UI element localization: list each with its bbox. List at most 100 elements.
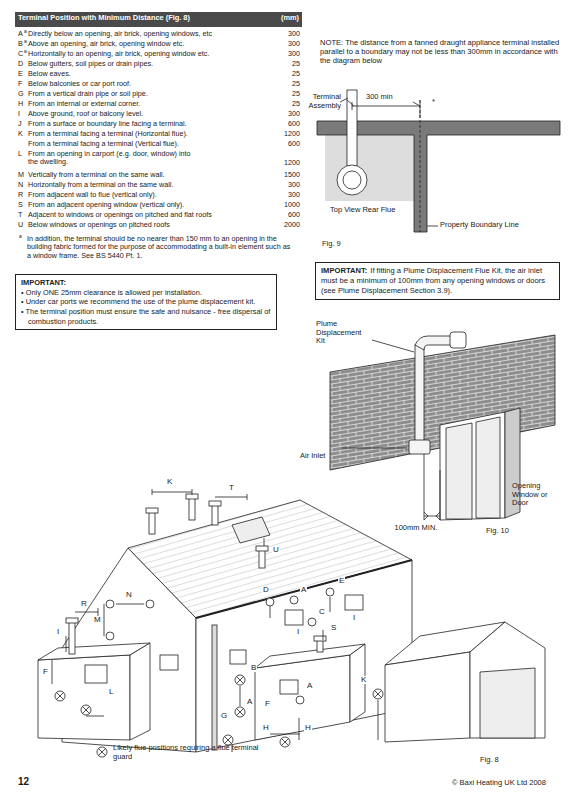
figure-8-part [196,560,412,618]
distance-value: 1000 [262,201,300,209]
callout-letter: C [318,608,326,616]
row-letter: F [18,80,22,88]
figure-8-part [52,489,378,752]
figure-label: Air Inlet [300,452,325,461]
distance-value: 300 [262,181,300,189]
callout-letter: L [108,688,114,696]
table-cell: Vertically from a terminal on the same w… [28,171,258,179]
distance-value: 300 [262,40,300,48]
footnote-mark: a [24,39,27,45]
figure-8 [38,489,545,752]
row-letter: K [18,130,23,138]
callout-letter: B [250,664,257,672]
row-letter: L [18,150,22,158]
figure-label: 300 min [366,93,393,102]
callout-letter: H [304,724,312,732]
figure-label: Fig. 9 [322,240,341,249]
figure-8-part [196,560,412,752]
row-letter: C [18,50,23,58]
callout-letter: M [93,616,102,624]
note-text: NOTE: The distance from a fanned draught… [320,38,562,65]
figure-8-part [189,498,195,520]
distance-value: 600 [262,211,300,219]
figure-10-part [446,417,500,519]
figure-10-part [440,412,505,520]
row-letter: D [18,60,23,68]
row-letter: N [18,181,23,189]
figure-8-part [280,737,290,747]
figure-8-part [326,588,334,596]
figure-label: Top View Rear Flue [330,206,395,215]
table-cell: From an opening in carport (e.g. door, w… [28,150,198,167]
figure-8-part [85,665,107,683]
dimension-label: 100mm MIN. [394,524,438,533]
distance-value: 1200 [262,159,300,167]
figure-9-part [337,165,367,195]
callout-letter: N [125,591,133,599]
important-box: IMPORTANT:If fitting a Plume Displacemen… [315,262,560,300]
figure-8-part [255,644,365,668]
figure-label: © Baxi Heating UK Ltd 2008 [452,779,546,788]
row-letter: U [18,221,23,229]
distance-value: 25 [262,60,300,68]
callout-letter: F [42,668,49,676]
callout-letter: A [300,586,307,594]
figure-8-part [106,632,114,640]
distance-value: 300 [262,110,300,118]
table-cell: Directly below an opening, air brick, op… [28,30,258,38]
callout-letter: G [220,712,228,720]
box-text: • The terminal position must ensure the … [21,307,271,326]
figure-8-part [146,508,158,513]
footnote-mark: a [19,234,22,240]
callout-letter: S [330,624,337,632]
callout-letter: A [246,698,253,706]
figure-8-part [317,640,323,652]
box-heading: IMPORTANT: [321,266,367,275]
callout-letter: K [360,676,367,684]
figure-8-part [230,650,246,664]
figure-8-part [235,675,245,685]
figure-9-part [343,171,361,189]
figure-8-part [69,622,75,654]
figure-9-part [420,100,421,232]
row-letter: H [18,100,23,108]
figure-10-part [424,454,440,520]
row-letter: B [18,40,23,48]
figure-8-part [470,622,545,738]
callout-letter: R [80,600,88,608]
distance-value: 300 [262,191,300,199]
row-letter: G [18,90,24,98]
figure-9-part [427,226,438,227]
distance-value: 300 [262,30,300,38]
legend-text: Likely flue positions requiring a flue t… [113,744,263,761]
distance-value: 600 [262,140,300,148]
distance-value: 300 [262,50,300,58]
table-cell: From a vertical drain pipe or soil pipe. [28,90,258,98]
figure-10-part [342,340,414,448]
row-letter: I [18,110,20,118]
table-cell: From an adjacent opening window (vertica… [28,201,258,209]
table-cell: Horizontally to an opening, air brick, o… [28,50,258,58]
figure-8-part [212,625,217,750]
callout-letter: H [262,724,270,732]
figure-10-part [409,440,430,454]
distance-value: 2000 [262,221,300,229]
figure-9-part [340,98,348,102]
table-cell: From a surface or boundary line facing a… [28,120,258,128]
callout-letter: D [262,586,270,594]
callout-letter: I [56,628,60,636]
figure-9-part [352,100,420,118]
row-letter: R [18,191,23,199]
figure-8-part [55,691,65,701]
table-cell: In addition, the terminal should be no n… [27,235,295,260]
box-text: (mm) [281,13,299,26]
figure-8-part [212,505,218,525]
callout-letter: I [352,614,356,622]
figure-8-part [256,546,268,551]
figure-8-part [106,600,114,608]
figure-8-part [235,707,245,717]
figure-8-part [146,600,154,608]
figure-label: * [432,98,435,107]
figure-label: Fig. 10 [486,527,509,536]
figure-8-part [149,512,155,534]
